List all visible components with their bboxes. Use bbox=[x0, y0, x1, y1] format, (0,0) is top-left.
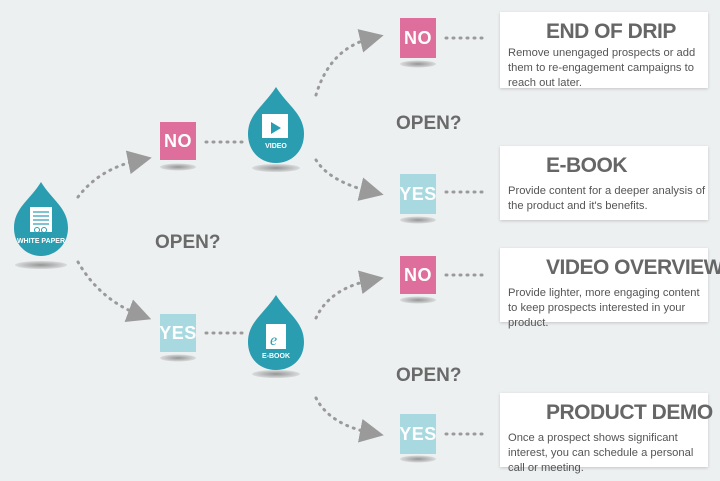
no-box-1: NO bbox=[160, 122, 196, 160]
card-title: E-BOOK bbox=[546, 154, 628, 177]
arrow-wp-to-yes bbox=[76, 260, 152, 323]
card-title: VIDEO OVERVIEW bbox=[546, 256, 720, 279]
arrow-wp-to-no bbox=[76, 150, 152, 199]
drop-ebook: e bbox=[248, 295, 304, 370]
yes-box-2: YES bbox=[399, 174, 436, 214]
open-question-1: OPEN? bbox=[155, 232, 221, 253]
card-product-demo: PRODUCT DEMO Once a prospect shows signi… bbox=[500, 393, 713, 474]
connectors bbox=[76, 29, 490, 443]
card-description: Once a prospect shows significant intere… bbox=[508, 432, 694, 474]
open-question-2: OPEN? bbox=[396, 113, 462, 134]
ebook-icon: e bbox=[266, 324, 286, 349]
drop-white-paper bbox=[14, 182, 68, 256]
arrow-video-to-no bbox=[314, 29, 384, 97]
arrow-ebook-to-yes bbox=[314, 396, 384, 443]
no-box-2: NO bbox=[400, 18, 436, 58]
card-ebook: E-BOOK Provide content for a deeper anal… bbox=[500, 146, 708, 220]
shadows bbox=[15, 60, 436, 463]
card-description: Remove unengaged prospects or add them t… bbox=[508, 47, 696, 89]
video-icon bbox=[262, 114, 288, 138]
card-description: Provide lighter, more engaging content t… bbox=[508, 287, 700, 329]
card-title: END OF DRIP bbox=[546, 20, 676, 43]
drop-video bbox=[248, 87, 304, 163]
arrow-ebook-to-no bbox=[314, 270, 384, 320]
arrow-video-to-yes bbox=[314, 158, 384, 201]
drop-label-white-paper: WHITE PAPER bbox=[16, 238, 66, 245]
yes-box-1: YES bbox=[159, 314, 196, 352]
yes-box-3: YES bbox=[399, 414, 436, 454]
drop-label-ebook: E-BOOK bbox=[262, 353, 290, 360]
card-title: PRODUCT DEMO bbox=[546, 401, 713, 424]
card-video-overview: VIDEO OVERVIEW Provide lighter, more eng… bbox=[500, 248, 720, 329]
document-icon bbox=[30, 207, 52, 233]
svg-text:e: e bbox=[270, 332, 277, 349]
card-description: Provide content for a deeper analysis of… bbox=[508, 185, 706, 212]
open-question-3: OPEN? bbox=[396, 365, 462, 386]
drop-label-video: VIDEO bbox=[265, 143, 287, 150]
card-end-of-drip: END OF DRIP Remove unengaged prospects o… bbox=[500, 12, 708, 89]
no-box-3: NO bbox=[400, 256, 436, 294]
